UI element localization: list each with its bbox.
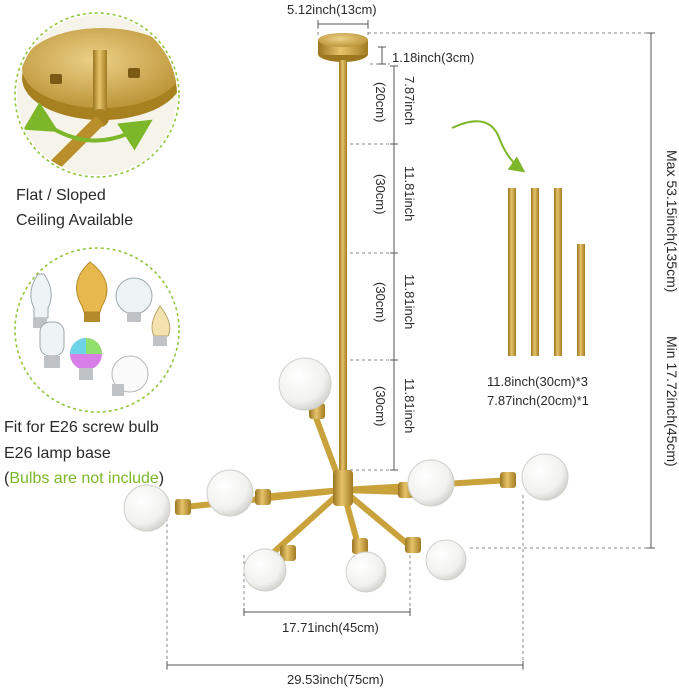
max-height-label: Max 53.15inch(135cm) bbox=[664, 150, 679, 293]
rod4-inch-label: 11.81inch bbox=[402, 378, 417, 434]
globe-shade bbox=[407, 459, 455, 507]
rod1-cm-label: (20cm) bbox=[373, 82, 388, 123]
globe-bulb-icon bbox=[115, 277, 153, 322]
rod1-inch-label: 7.87inch bbox=[402, 76, 417, 126]
outer-width-label: 29.53inch(75cm) bbox=[287, 672, 384, 687]
dimension-lines bbox=[166, 20, 655, 669]
rod3-cm-label: (30cm) bbox=[373, 282, 388, 323]
bulb-disclaimer: (Bulbs are not include) bbox=[4, 467, 164, 491]
ceiling-note-line2: Ceiling Available bbox=[16, 212, 134, 229]
globe-shade bbox=[243, 548, 287, 592]
bulb-note-line1: Fit for E26 screw bulb bbox=[4, 419, 159, 436]
tube-bulb-icon bbox=[39, 321, 65, 368]
rods-quantity-line2: 7.87inch(20cm)*1 bbox=[487, 393, 589, 408]
rod2-cm-label: (30cm) bbox=[373, 174, 388, 215]
rod4-cm-label: (30cm) bbox=[373, 386, 388, 427]
globe-shade bbox=[278, 357, 332, 411]
globe-shade bbox=[123, 484, 171, 532]
inner-width-label: 17.71inch(45cm) bbox=[282, 620, 379, 635]
rod3-inch-label: 11.81inch bbox=[402, 274, 417, 330]
rod2-inch-label: 11.81inch bbox=[402, 166, 417, 222]
paren-close: ) bbox=[158, 470, 165, 487]
bulb-note-line2: E26 lamp base bbox=[4, 445, 111, 462]
globe-shade bbox=[521, 453, 569, 501]
vintage-bulb-icon bbox=[76, 261, 108, 322]
color-bulb-icon bbox=[70, 338, 102, 380]
paren-open: ( bbox=[4, 470, 10, 487]
bulb-icon bbox=[30, 273, 52, 328]
bulbs-not-included-text: Bulbs are not include bbox=[9, 470, 159, 487]
dimension-guides bbox=[166, 20, 655, 670]
pointer-arrow-icon bbox=[451, 120, 526, 173]
bulbs-detail-circle bbox=[14, 247, 180, 413]
candle-bulb-icon bbox=[151, 305, 171, 346]
canopy-width-label: 5.12inch(13cm) bbox=[287, 2, 377, 17]
globe-shade bbox=[345, 551, 387, 593]
globe-shade bbox=[425, 539, 467, 581]
white-bulb-icon bbox=[111, 355, 149, 396]
ceiling-note-line1: Flat / Sloped bbox=[16, 187, 106, 204]
extension-rods bbox=[451, 120, 585, 356]
chandelier bbox=[123, 33, 569, 593]
canopy-height-label: 1.18inch(3cm) bbox=[392, 50, 475, 65]
canopy-detail-circle bbox=[14, 12, 180, 178]
rods-quantity-line1: 11.8inch(30cm)*3 bbox=[487, 374, 588, 389]
min-height-label: Min 17.72inch(45cm) bbox=[664, 336, 679, 467]
globe-shade bbox=[206, 469, 254, 517]
